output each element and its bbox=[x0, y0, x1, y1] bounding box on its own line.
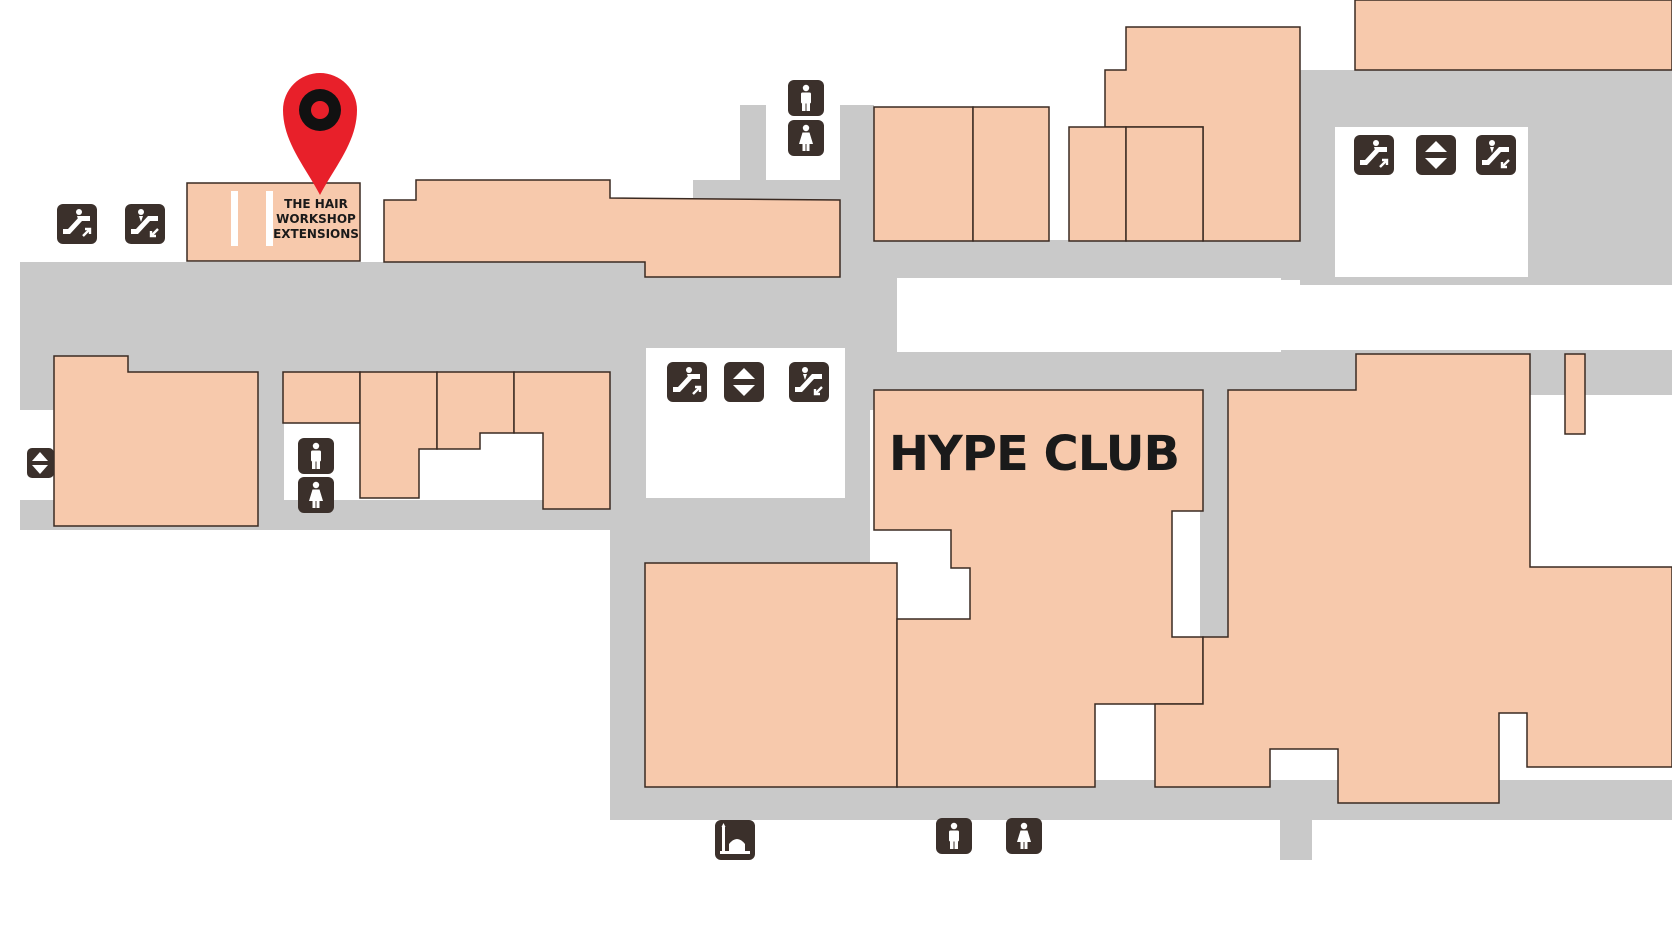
male-restroom-icon[interactable] bbox=[936, 818, 972, 854]
escalator-down-icon[interactable] bbox=[123, 202, 167, 246]
shop-unit[interactable] bbox=[873, 106, 974, 242]
hair-workshop-label[interactable]: THE HAIR WORKSHOP EXTENSIONS bbox=[273, 197, 359, 241]
female-restroom-icon[interactable] bbox=[788, 120, 824, 156]
shop-unit[interactable] bbox=[644, 562, 898, 788]
shop-unit[interactable] bbox=[383, 179, 841, 278]
escalator-up-icon[interactable] bbox=[55, 202, 99, 246]
store-label-line: EXTENSIONS bbox=[273, 227, 359, 241]
escalator-up-icon[interactable] bbox=[665, 360, 709, 404]
map-pin-icon[interactable] bbox=[283, 73, 357, 195]
shop-units bbox=[53, 0, 1672, 804]
shop-unit[interactable] bbox=[186, 182, 361, 262]
amenities bbox=[27, 80, 1518, 860]
fixture-strips bbox=[231, 191, 273, 246]
female-restroom-icon[interactable] bbox=[1006, 818, 1042, 854]
male-restroom-icon[interactable] bbox=[298, 438, 334, 474]
shop-unit[interactable] bbox=[436, 371, 515, 450]
store-label-line: WORKSHOP bbox=[276, 212, 356, 226]
prayer-room-icon[interactable] bbox=[715, 820, 755, 860]
hype-club-unit[interactable] bbox=[873, 389, 1204, 788]
shop-unit[interactable] bbox=[1125, 126, 1204, 242]
shop-unit[interactable] bbox=[1068, 126, 1127, 242]
escalator-down-icon[interactable] bbox=[787, 360, 831, 404]
elevator-icon[interactable] bbox=[724, 362, 764, 402]
male-restroom-icon[interactable] bbox=[788, 80, 824, 116]
shop-unit[interactable] bbox=[972, 106, 1050, 242]
female-restroom-icon[interactable] bbox=[298, 477, 334, 513]
shop-unit[interactable] bbox=[513, 371, 611, 510]
escalator-up-icon[interactable] bbox=[1352, 133, 1396, 177]
elevator-icon[interactable] bbox=[1416, 135, 1456, 175]
shop-unit[interactable] bbox=[53, 355, 259, 527]
elevator-icon[interactable] bbox=[27, 448, 54, 478]
shop-unit[interactable] bbox=[282, 371, 361, 424]
shop-unit[interactable] bbox=[1154, 353, 1672, 804]
escalator-down-icon[interactable] bbox=[1474, 133, 1518, 177]
store-label-line: THE HAIR bbox=[284, 197, 348, 211]
hype-club-label[interactable]: HYPE CLUB bbox=[889, 426, 1180, 482]
shop-unit[interactable] bbox=[359, 371, 438, 499]
shop-unit[interactable] bbox=[1354, 0, 1672, 71]
shop-unit[interactable] bbox=[1564, 353, 1586, 435]
